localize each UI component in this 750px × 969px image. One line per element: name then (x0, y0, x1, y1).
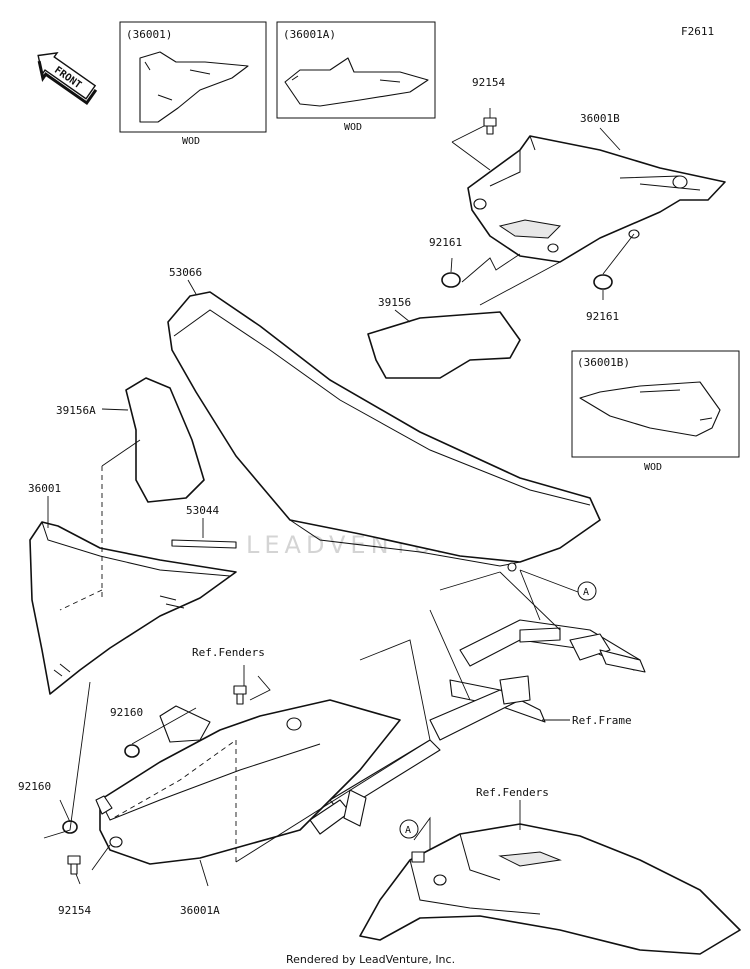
leader-lines (43, 108, 635, 887)
callout-92160-upper: 92160 (110, 706, 143, 719)
part-53066-seat (167, 291, 601, 572)
grommet-92161-left (441, 272, 461, 288)
callout-ref-fenders-lower: Ref.Fenders (476, 786, 549, 799)
grommet-92161-right (593, 274, 613, 290)
bolt-92154-top (483, 117, 497, 135)
callout-92154-bottom: 92154 (58, 904, 91, 917)
footer-credit: Rendered by LeadVenture, Inc. (286, 953, 455, 966)
callout-36001: 36001 (28, 482, 61, 495)
inset-box-36001a-note: WOD (344, 122, 362, 133)
marker-a-lower-label: A (405, 825, 411, 836)
callout-53066: 53066 (169, 266, 202, 279)
inset-box-36001b: (36001B) WOD (571, 350, 740, 473)
callout-ref-fenders-upper: Ref.Fenders (192, 646, 265, 659)
marker-a-upper-label: A (583, 587, 589, 598)
inset-box-36001b-note: WOD (644, 462, 662, 473)
callout-39156a: 39156A (56, 404, 96, 417)
inset-box-36001-part: (36001) (126, 28, 172, 41)
callout-ref-frame: Ref.Frame (572, 714, 632, 727)
part-36001b (467, 135, 726, 263)
bolt-fenders-upper (233, 685, 247, 705)
part-53044-pin (171, 539, 237, 549)
part-39156a-pad (125, 377, 205, 503)
inset-box-36001a-part: (36001A) (283, 28, 336, 41)
callout-92154-top: 92154 (472, 76, 505, 89)
part-36001 (29, 521, 237, 695)
callout-labels: 92154 36001B 92161 92161 53066 39156 391… (18, 76, 632, 917)
callout-92161-right: 92161 (586, 310, 619, 323)
callout-92160-lower: 92160 (18, 780, 51, 793)
inset-box-36001b-part: (36001B) (577, 356, 630, 369)
part-36001a (95, 699, 401, 865)
washer-92160-upper (124, 744, 140, 758)
marker-a-upper: A (577, 581, 597, 601)
callout-36001b: 36001B (580, 112, 620, 125)
marker-a-lower: A (399, 819, 419, 839)
inset-box-36001: (36001) WOD (119, 21, 267, 147)
frame-assembly (309, 619, 646, 835)
callout-53044: 53044 (186, 504, 219, 517)
inset-box-36001a: (36001A) WOD (276, 21, 436, 133)
callout-36001a: 36001A (180, 904, 220, 917)
diagram-code: F2611 (681, 25, 714, 38)
front-arrow: FRONT (37, 51, 98, 106)
inset-box-36001-note: WOD (182, 136, 200, 147)
callout-39156: 39156 (378, 296, 411, 309)
rear-fender (359, 823, 741, 955)
callout-92161-left: 92161 (429, 236, 462, 249)
bolt-92154-bottom (67, 855, 81, 875)
part-39156-pad (367, 311, 521, 379)
